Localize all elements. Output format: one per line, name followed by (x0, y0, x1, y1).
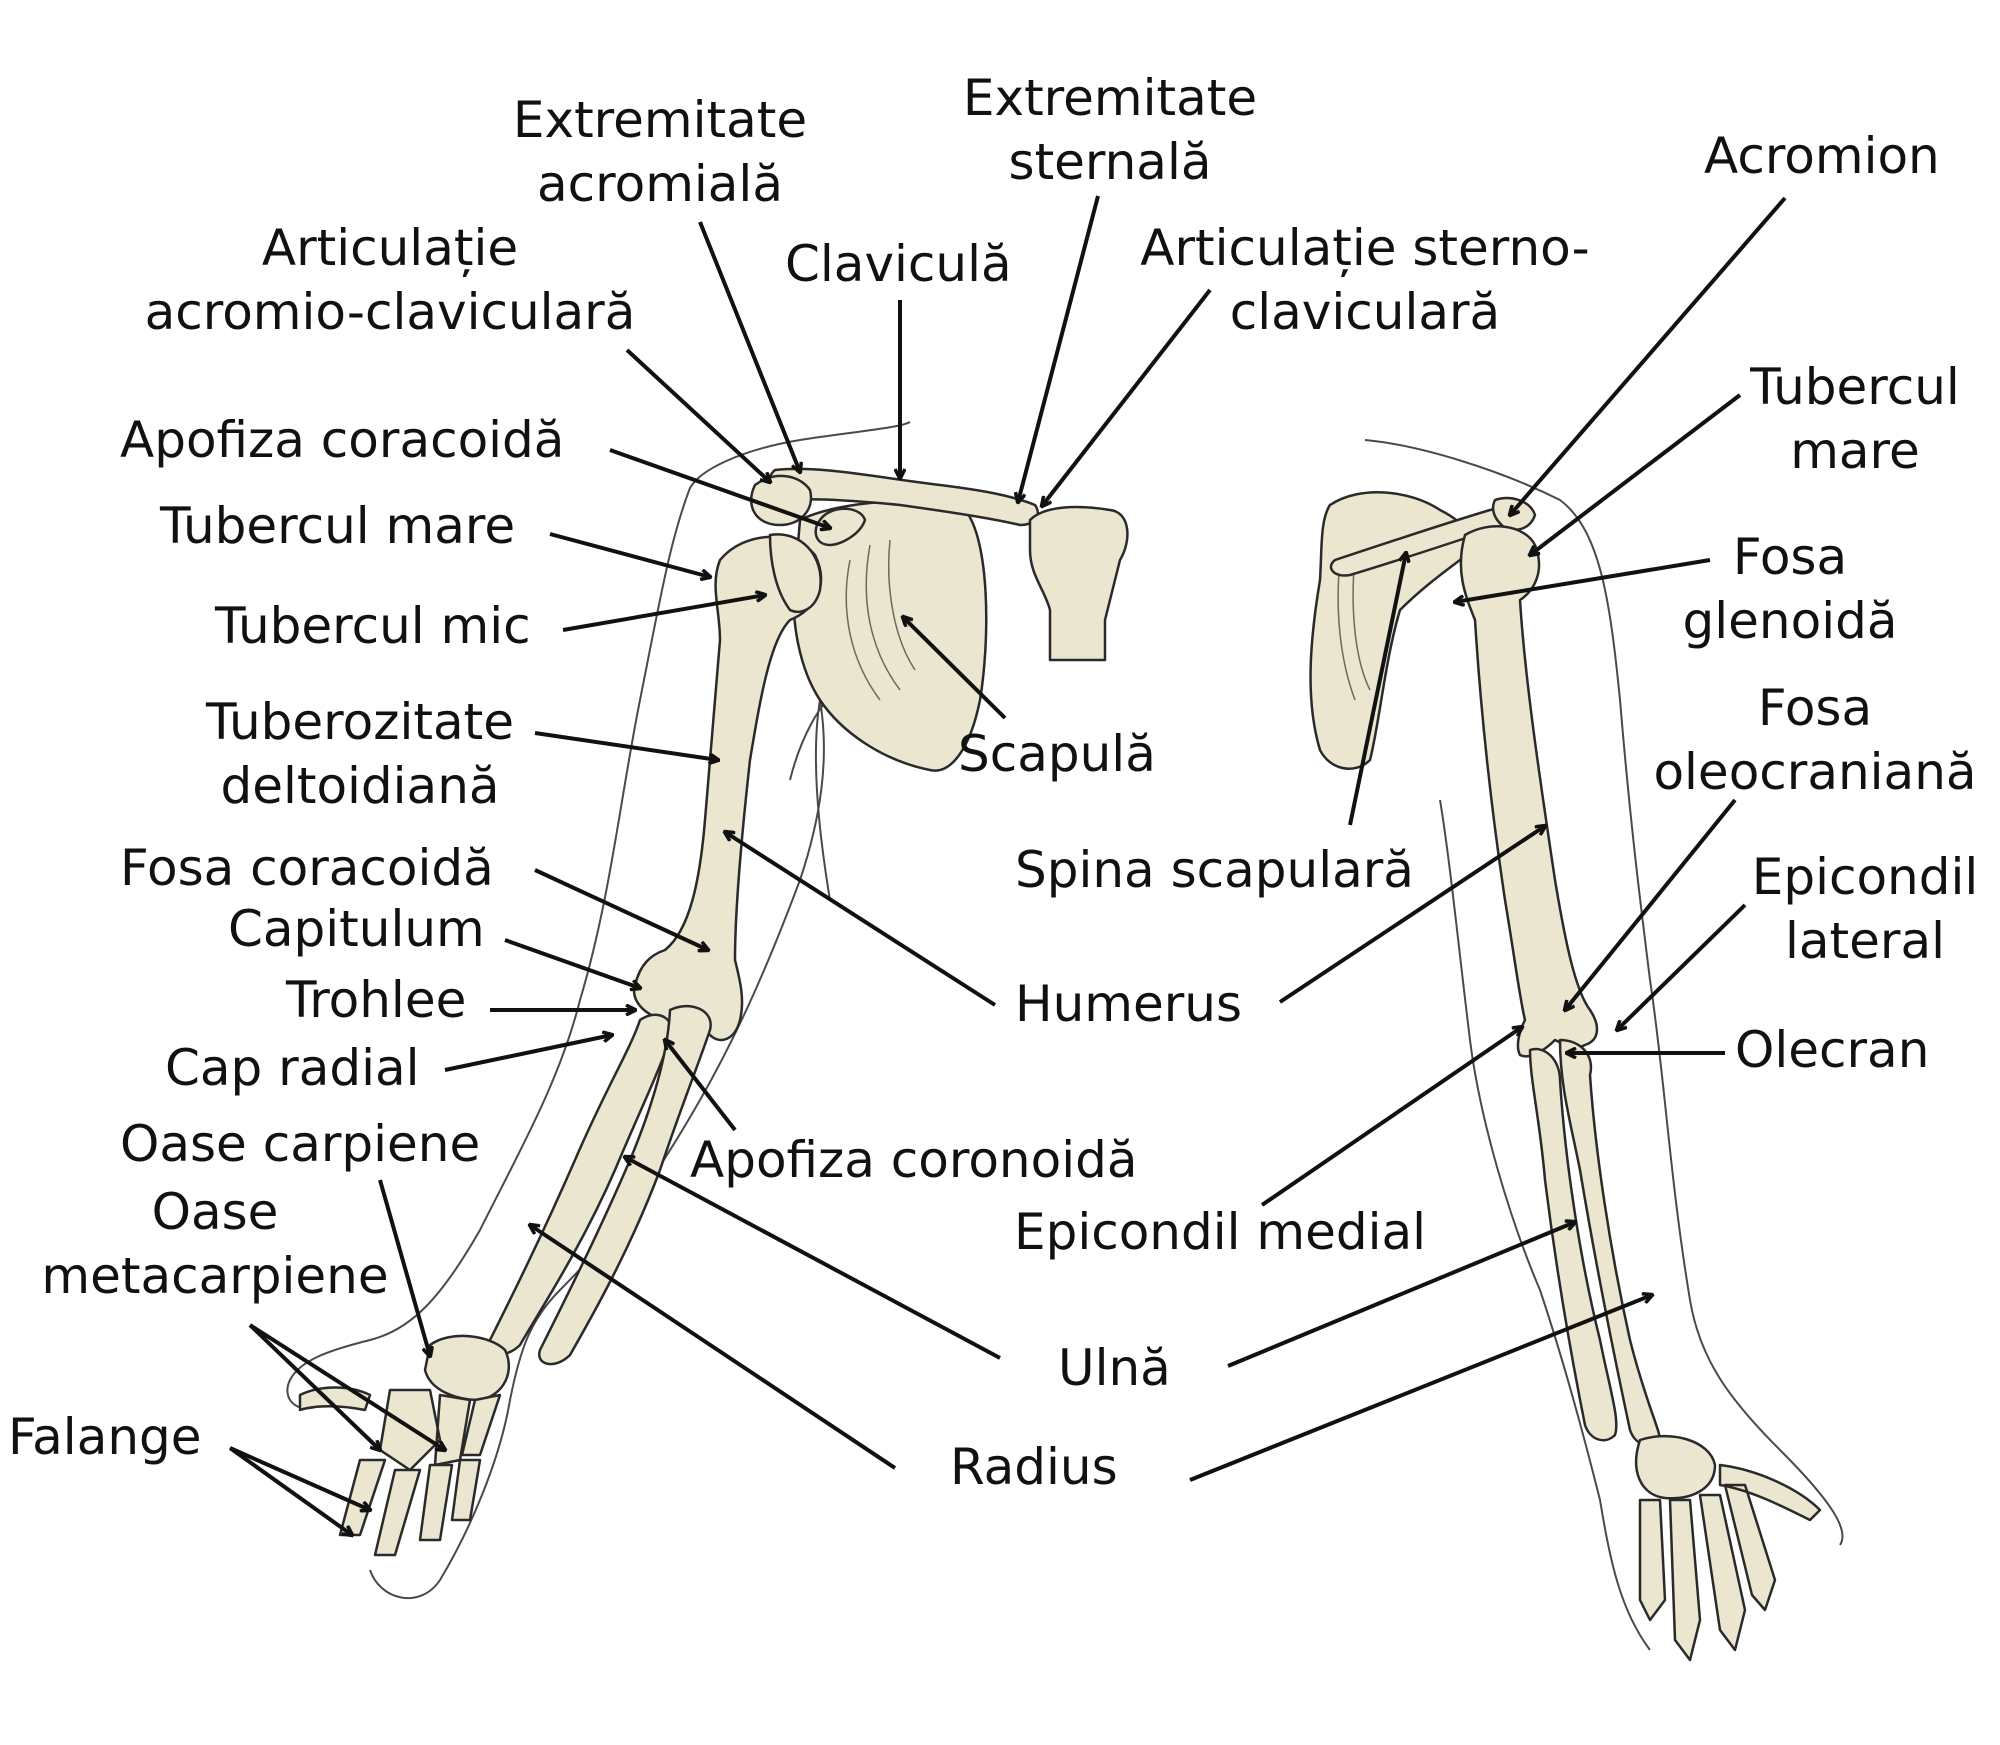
label-articulatie-acromio-claviculara: Articulație acromio-claviculară (130, 216, 650, 344)
posterior-humerus-bone (1459, 525, 1599, 1058)
label-oase-carpiene: Oase carpiene (120, 1115, 481, 1173)
leader-arrows (228, 195, 1787, 1535)
label-apofiza-coracoida: Apofiza coracoidă (120, 411, 565, 469)
label-articulatie-sc-line2: claviculară (1229, 283, 1501, 341)
humerus-bone (632, 535, 823, 1042)
label-articulatie-sterno-claviculara: Articulație sterno- claviculară (1120, 216, 1610, 344)
label-epicondil-lateral-line1: Epicondil (1751, 848, 1979, 906)
label-extremitate-acromiala-line1: Extremitate (512, 91, 808, 149)
label-scapula: Scapulă (958, 725, 1156, 783)
label-fosa-oleocraniana-line1: Fosa (1757, 679, 1873, 737)
label-falange: Falange (8, 1408, 202, 1466)
label-articulatie-sc-line1: Articulație sterno- (1140, 219, 1590, 277)
posterior-skin-outline (1364, 439, 1844, 1651)
anterior-chest-outline (789, 689, 841, 901)
coracoid-process-bone (814, 507, 867, 547)
phalanges-bones (298, 1386, 482, 1557)
label-tubercul-mare-right-line1: Tubercul (1750, 358, 1960, 416)
label-articulatie-ac-line1: Articulație (261, 219, 519, 277)
label-tuberozitate-line2: deltoidiană (220, 757, 500, 815)
label-olecran: Olecran (1735, 1021, 1930, 1079)
label-extremitate-sternala-line1: Extremitate (962, 69, 1258, 127)
posterior-carpal-bones (1635, 1435, 1717, 1500)
carpal-bones (423, 1334, 511, 1402)
label-extremitate-acromiala-line2: acromială (537, 155, 783, 213)
label-extremitate-sternala: Extremitate sternală (960, 66, 1260, 194)
label-fosa-oleocraniana-line2: oleocraniană (1653, 743, 1977, 801)
label-clavicula: Claviculă (785, 235, 1012, 293)
label-humerus: Humerus (1015, 975, 1243, 1033)
sternum-bone (1028, 505, 1129, 662)
posterior-hand-bones (1638, 1463, 1822, 1662)
label-oase-metacarpiene-line2: metacarpiene (41, 1247, 389, 1305)
label-epicondil-medial: Epicondil medial (1014, 1203, 1427, 1261)
label-epicondil-lateral-line2: lateral (1785, 912, 1945, 970)
label-spina-scapulara: Spina scapulară (1015, 841, 1414, 899)
acromion-left-bone (749, 474, 813, 527)
label-fosa-glenoida-line2: glenoidă (1682, 592, 1898, 650)
label-articulatie-ac-line2: acromio-claviculară (144, 283, 636, 341)
posterior-radius-bone (1528, 1047, 1618, 1442)
label-acromion-right: Acromion (1704, 127, 1940, 185)
label-tubercul-mare-left: Tubercul mare (160, 497, 516, 555)
label-tubercul-mare-right: Tubercul mare (1735, 355, 1975, 483)
label-fosa-oleocraniana: Fosa oleocraniană (1645, 676, 1985, 804)
label-tubercul-mic: Tubercul mic (215, 597, 531, 655)
label-trohlee: Trohlee (286, 971, 467, 1029)
label-tuberozitate-line1: Tuberozitate (206, 693, 514, 751)
label-tuberozitate-deltoidiana: Tuberozitate deltoidiană (190, 690, 530, 818)
label-ulna: Ulnă (1058, 1339, 1171, 1397)
label-fosa-glenoida-line1: Fosa (1732, 528, 1848, 586)
label-radius: Radius (950, 1438, 1118, 1496)
label-fosa-glenoida: Fosa glenoidă (1670, 525, 1910, 653)
humeral-head-bone (768, 533, 822, 614)
label-tubercul-mare-right-line2: mare (1790, 422, 1920, 480)
label-oase-metacarpiene-line1: Oase (151, 1183, 279, 1241)
label-epicondil-lateral: Epicondil lateral (1745, 845, 1985, 973)
label-oase-metacarpiene: Oase metacarpiene (30, 1180, 400, 1308)
metacarpal-bones (378, 1388, 502, 1472)
label-capitulum: Capitulum (228, 900, 485, 958)
label-extremitate-sternala-line2: sternală (1008, 133, 1212, 191)
label-extremitate-acromiala: Extremitate acromială (510, 88, 810, 216)
label-fosa-coracoida: Fosa coracoidă (120, 839, 494, 897)
label-cap-radial: Cap radial (165, 1039, 420, 1097)
label-apofiza-coronoida: Apofiza coronoidă (690, 1131, 1138, 1189)
anterior-arm-illustration (286, 421, 1129, 1599)
